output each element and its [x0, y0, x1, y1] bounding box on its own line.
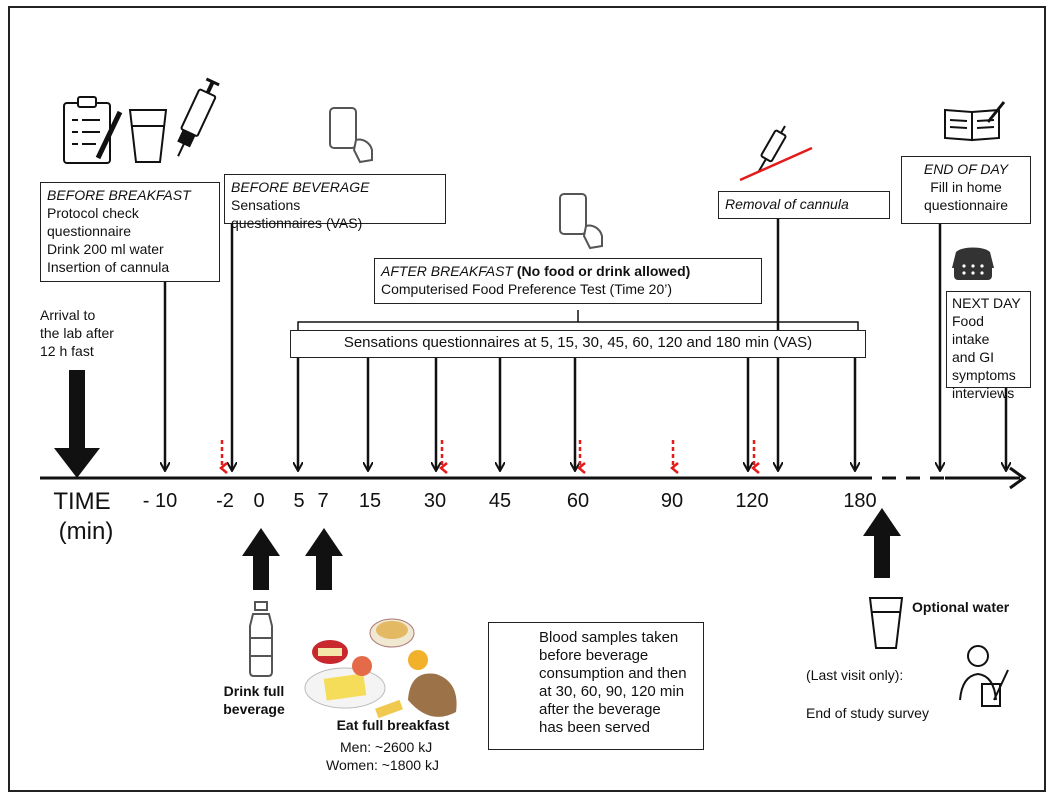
- after-breakfast-bold: (No food or drink allowed): [516, 263, 691, 279]
- tick-label: 60: [566, 490, 590, 512]
- tick-label: - 10: [142, 490, 178, 512]
- tick-label: 5: [293, 490, 305, 512]
- sensations-box: Sensations questionnaires at 5, 15, 30, …: [290, 330, 866, 358]
- next-day-line: interviews: [952, 385, 1015, 401]
- before-beverage-text: Sensations: [231, 197, 301, 213]
- arrival-line: the lab after: [40, 325, 114, 341]
- after-breakfast-line2: Computerised Food Preference Test (Time …: [381, 281, 673, 297]
- before-beverage-title: BEFORE BEVERAGE: [231, 179, 370, 195]
- last-visit-caption: (Last visit only):: [806, 667, 904, 683]
- drink-caption: Drink full beverage: [208, 682, 300, 718]
- end-of-day-line: questionnaire: [923, 197, 1009, 213]
- bottle-icon: [249, 601, 273, 677]
- before-beverage-box: BEFORE BEVERAGE Sensations questionnaire…: [224, 174, 446, 231]
- removal-title: Removal of cannula: [725, 196, 849, 212]
- before-breakfast-title: BEFORE BREAKFAST: [47, 187, 191, 203]
- survey-person-icon: [959, 645, 1009, 707]
- before-breakfast-line: Insertion of cannula: [47, 259, 170, 275]
- blood-sample-arrows: [219, 440, 760, 474]
- drink-caption-line: Drink full: [223, 683, 285, 699]
- time-axis-arrowhead: [1009, 466, 1027, 490]
- before-breakfast-line: Protocol check: [47, 205, 139, 221]
- tick-label: 30: [423, 490, 447, 512]
- tablet-icon: [329, 107, 373, 164]
- phone-icon: [952, 247, 994, 280]
- men-caption: Men: ~2600 kJ: [340, 739, 433, 755]
- drink-caption-line: beverage: [223, 701, 285, 717]
- end-survey-caption: End of study survey: [806, 705, 929, 721]
- legend-line: before beverage: [539, 647, 649, 664]
- up-arrows: [242, 508, 901, 590]
- after-breakfast-box: AFTER BREAKFAST (No food or drink allowe…: [374, 258, 762, 304]
- next-day-line: and GI: [952, 349, 995, 365]
- crossed-syringe-icon: [739, 125, 813, 182]
- tick-label: 90: [660, 490, 684, 512]
- optional-water-glass-icon: [868, 597, 904, 649]
- tablet-icon-2: [559, 193, 603, 250]
- glass-icon: [128, 109, 168, 163]
- breakfast-food-image: [304, 618, 457, 719]
- syringe-icon: [177, 77, 220, 157]
- before-breakfast-line: questionnaire: [47, 223, 132, 239]
- legend-box: Blood samples taken before beverage cons…: [488, 622, 704, 750]
- legend-line: has been served: [539, 719, 650, 736]
- end-of-day-title: END OF DAY: [923, 161, 1009, 177]
- optional-water-caption: Optional water: [912, 599, 1010, 615]
- arrival-text: Arrival to the lab after 12 h fast: [40, 306, 114, 360]
- end-of-day-box: END OF DAY Fill in home questionnaire: [901, 156, 1031, 224]
- next-day-line: Food intake: [952, 313, 990, 347]
- time-label: TIME: [53, 488, 111, 515]
- after-breakfast-title: AFTER BREAKFAST: [381, 263, 513, 279]
- before-beverage-text2: questionnaires (VAS): [231, 215, 363, 231]
- book-icon: [944, 101, 1006, 142]
- legend-line: consumption and then: [539, 665, 687, 682]
- removal-box: Removal of cannula: [718, 191, 890, 219]
- legend-line: Blood samples taken: [539, 629, 679, 646]
- arrival-arrow: [54, 370, 100, 478]
- before-breakfast-box: BEFORE BREAKFAST Protocol check question…: [40, 182, 220, 282]
- legend-line: at 30, 60, 90, 120 min: [539, 683, 685, 700]
- clipboard-icon: [63, 96, 123, 164]
- sensations-text: Sensations questionnaires at 5, 15, 30, …: [343, 334, 813, 351]
- arrival-line: 12 h fast: [40, 343, 94, 359]
- eat-caption: Eat full breakfast: [336, 717, 450, 733]
- tick-label: 7: [317, 490, 329, 512]
- next-day-line: NEXT DAY: [952, 295, 1021, 311]
- after-breakfast-brace: [297, 310, 859, 338]
- before-breakfast-line: Drink 200 ml water: [47, 241, 164, 257]
- end-of-day-line: Fill in home: [930, 179, 1002, 195]
- sensation-arrows: [298, 358, 855, 470]
- tick-label: 45: [488, 490, 512, 512]
- tick-label: 0: [253, 490, 265, 512]
- next-day-line: symptoms: [952, 367, 1016, 383]
- unit-label: (min): [58, 518, 114, 545]
- tick-label: 180: [843, 490, 877, 512]
- tick-label: -2: [216, 490, 234, 512]
- tick-label: 120: [735, 490, 769, 512]
- arrival-line: Arrival to: [40, 307, 96, 323]
- women-caption: Women: ~1800 kJ: [326, 757, 439, 773]
- tick-label: 15: [358, 490, 382, 512]
- figure-frame: [8, 6, 1046, 792]
- legend-line: after the beverage: [539, 701, 661, 718]
- next-day-box: NEXT DAY Food intake and GI symptoms int…: [946, 291, 1031, 401]
